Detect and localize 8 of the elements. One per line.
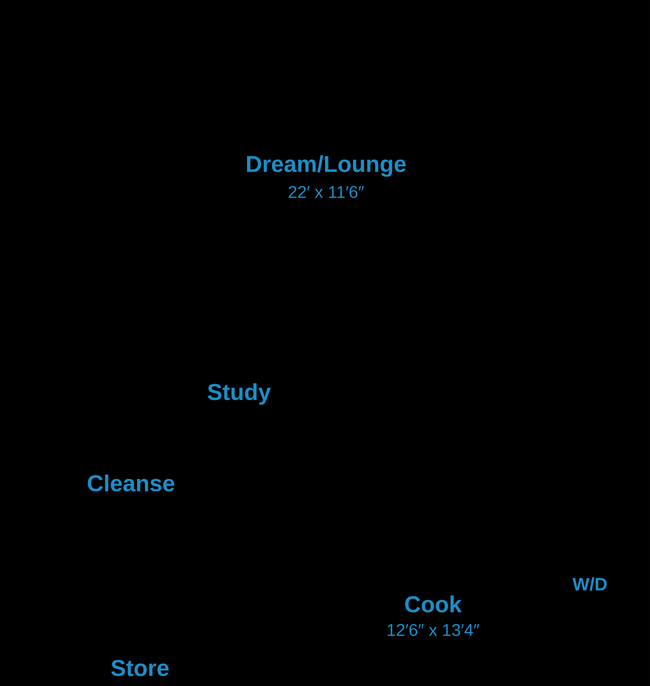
room-label: Dream/Lounge (247, 155, 406, 177)
room-label: Cook (405, 596, 462, 612)
dimension-label: 12′6″ x 13′4″ (388, 624, 480, 636)
room-label: Store (111, 660, 169, 676)
room-label: Study (208, 383, 271, 405)
appliance-label: W/D (572, 577, 607, 591)
dimension-label: 22′ x 11′6″ (288, 186, 364, 198)
room-label: Cleanse (88, 474, 174, 492)
